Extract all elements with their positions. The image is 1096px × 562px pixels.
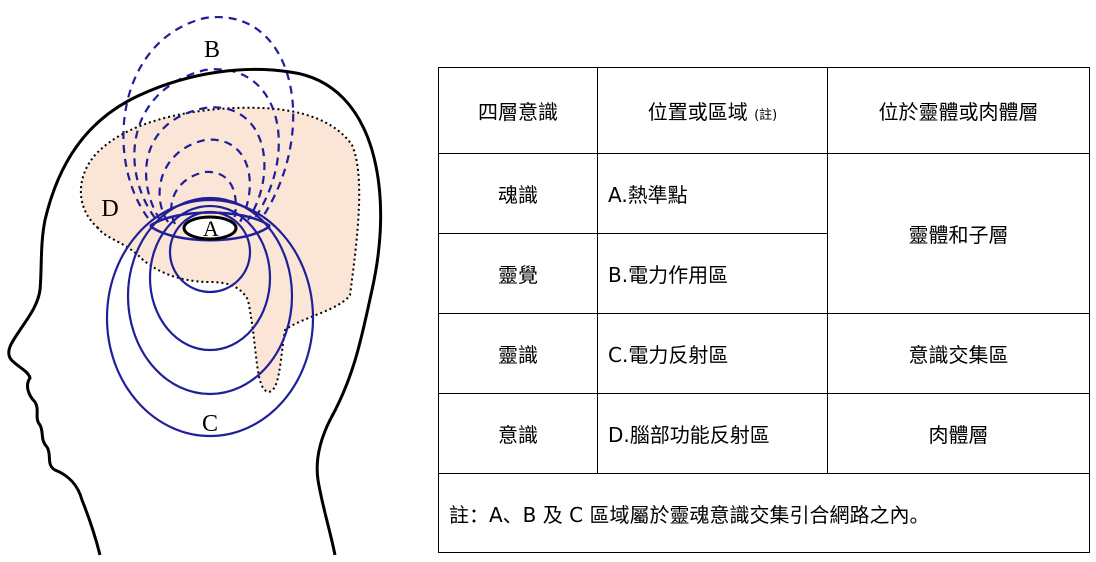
header-note-ref: (註) — [754, 108, 778, 123]
cell-region: A.熱準點 — [597, 153, 828, 234]
hot-spot-a — [182, 215, 238, 241]
cell-layer: 魂識 — [438, 153, 598, 234]
head-diagram: B D A C — [7, 15, 383, 556]
label-a: A — [203, 216, 219, 241]
cell-region: B.電力作用區 — [597, 233, 828, 314]
table-note-row: 註：A、B 及 C 區域屬於靈魂意識交集引合網路之內。 — [438, 473, 1090, 553]
label-b: B — [204, 37, 220, 63]
table-row: 魂識 A.熱準點 靈體和子層 — [438, 153, 1090, 314]
table-row: 靈識 C.電力反射區 意識交集區 — [438, 313, 1090, 394]
table-row: 意識 D.腦部功能反射區 肉體層 — [438, 393, 1090, 474]
header-region-label: 位置或區域 — [647, 100, 748, 124]
cell-location: 意識交集區 — [827, 313, 1090, 394]
cell-location: 肉體層 — [827, 393, 1090, 474]
cell-location-merged: 靈體和子層 — [827, 153, 1090, 314]
table-header-row: 四層意識 位置或區域 (註) 位於靈體或肉體層 — [438, 67, 1090, 154]
header-location: 位於靈體或肉體層 — [827, 67, 1090, 154]
label-c: C — [202, 411, 218, 437]
cell-layer: 靈識 — [438, 313, 598, 394]
head-outline — [7, 67, 383, 556]
table-row: 靈覺 B.電力作用區 — [438, 233, 1090, 314]
field-c-solid-loops — [105, 196, 315, 438]
label-d: D — [101, 196, 118, 222]
cell-region: C.電力反射區 — [597, 313, 828, 394]
header-layer: 四層意識 — [438, 67, 598, 154]
consciousness-table: 四層意識 位置或區域 (註) 位於靈體或肉體層 魂識 A.熱準點 靈體和子層 靈… — [438, 67, 1090, 553]
header-region: 位置或區域 (註) — [597, 67, 828, 154]
cell-layer: 意識 — [438, 393, 598, 474]
cell-layer: 靈覺 — [438, 233, 598, 314]
cell-region: D.腦部功能反射區 — [597, 393, 828, 474]
table-note: 註：A、B 及 C 區域屬於靈魂意識交集引合網路之內。 — [438, 473, 1090, 553]
